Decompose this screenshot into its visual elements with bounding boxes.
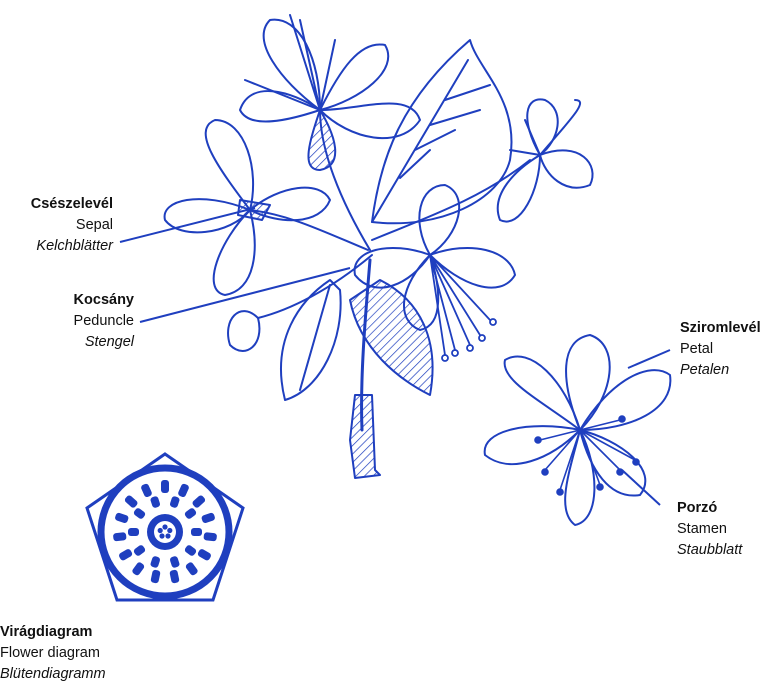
stamens-center: [430, 255, 496, 361]
label-peduncle-en: Peduncle: [0, 311, 134, 332]
flowering-branch-drawing: [165, 15, 593, 478]
stem-bark: [350, 395, 380, 478]
leader-stamen: [622, 470, 660, 505]
label-petal: Sziromlevél Petal Petalen: [680, 318, 761, 381]
floral-diagram: [87, 454, 243, 600]
label-peduncle-de: Stengel: [0, 332, 134, 353]
label-stamen: Porzó Stamen Staubblatt: [677, 498, 742, 561]
leader-petal: [628, 350, 670, 368]
flower-right: [498, 99, 593, 221]
flower-top: [240, 15, 420, 170]
leader-peduncle: [140, 268, 350, 322]
label-sepal-hu: Csészelevél: [0, 194, 113, 215]
label-sepal: Csészelevél Sepal Kelchblätter: [0, 194, 113, 257]
label-flower-diagram: Virágdiagram Flower diagram Blütendiagra…: [0, 622, 106, 685]
label-sepal-de: Kelchblätter: [0, 236, 113, 257]
label-petal-en: Petal: [680, 339, 761, 360]
leaf-large: [372, 40, 512, 223]
label-petal-de: Petalen: [680, 360, 761, 381]
label-sepal-en: Sepal: [0, 215, 113, 236]
label-diagram-hu: Virágdiagram: [0, 622, 106, 643]
stamens-single: [535, 416, 639, 495]
label-stamen-en: Stamen: [677, 519, 742, 540]
flower-left: [165, 120, 330, 295]
leader-sepal: [120, 208, 255, 242]
label-diagram-de: Blütendiagramm: [0, 664, 106, 685]
label-stamen-hu: Porzó: [677, 498, 742, 519]
label-peduncle: Kocsány Peduncle Stengel: [0, 290, 134, 353]
label-peduncle-hu: Kocsány: [0, 290, 134, 311]
label-petal-hu: Sziromlevél: [680, 318, 761, 339]
label-diagram-en: Flower diagram: [0, 643, 106, 664]
label-stamen-de: Staubblatt: [677, 540, 742, 561]
single-flower-drawing: [485, 335, 671, 525]
flower-bud: [228, 311, 259, 351]
